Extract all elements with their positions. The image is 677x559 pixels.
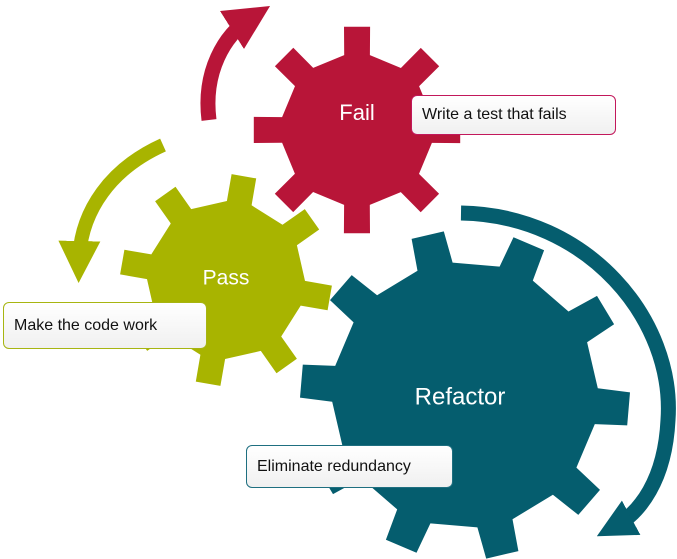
pass-cycle-arrow bbox=[58, 138, 166, 283]
refactor-cycle-arrow bbox=[460, 205, 676, 537]
fail-gear bbox=[253, 26, 461, 234]
fail-gear-label: Fail bbox=[339, 100, 374, 125]
pass-callout-text: Make the code work bbox=[14, 316, 158, 334]
fail-callout-text: Write a test that fails bbox=[422, 106, 567, 123]
refactor-gear-label: Refactor bbox=[415, 383, 506, 410]
fail-cycle-arrow bbox=[200, 5, 271, 121]
pass-gear-label: Pass bbox=[203, 267, 250, 290]
fail-callout: Write a test that fails bbox=[411, 95, 616, 135]
refactor-callout-text: Eliminate redundancy bbox=[257, 457, 411, 475]
refactor-callout: Eliminate redundancy bbox=[246, 445, 453, 488]
pass-callout: Make the code work bbox=[3, 302, 207, 349]
